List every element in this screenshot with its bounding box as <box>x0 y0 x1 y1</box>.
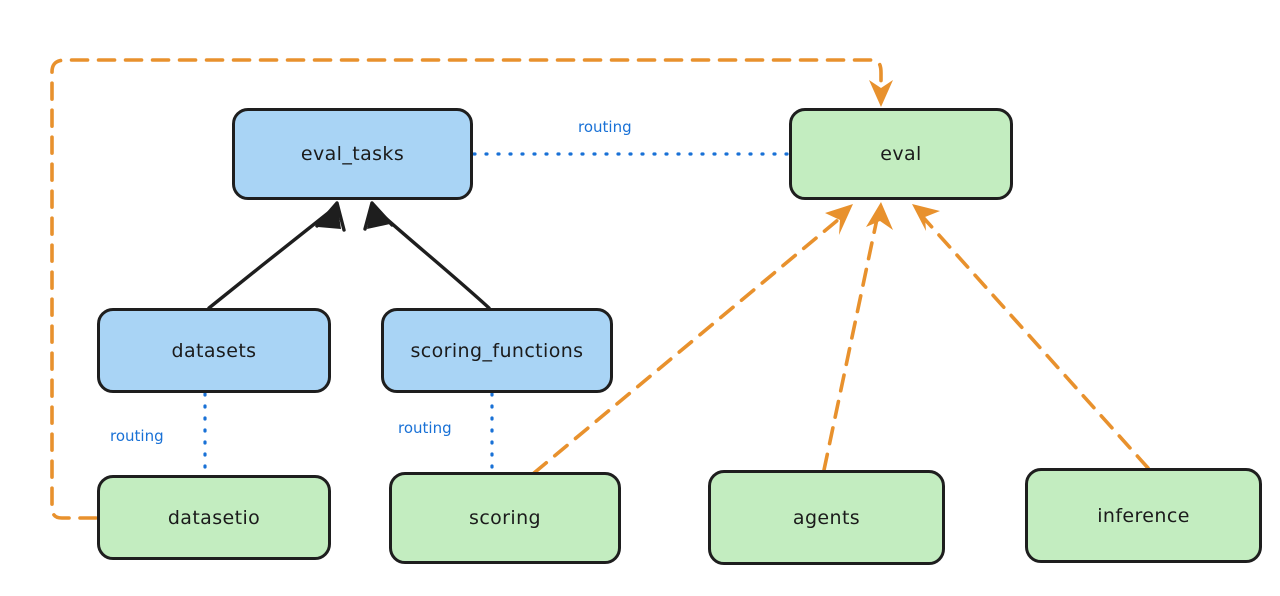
node-label-agents: agents <box>792 506 861 529</box>
node-label-scoring-functions: scoring_functions <box>410 339 584 362</box>
edge-scoring-to-eval <box>532 204 853 475</box>
node-datasetio[interactable]: datasetio <box>97 475 331 560</box>
node-inference[interactable]: inference <box>1025 468 1262 563</box>
node-datasets[interactable]: datasets <box>97 308 331 393</box>
node-label-datasets: datasets <box>171 339 257 362</box>
node-eval[interactable]: eval <box>789 108 1013 200</box>
edge-label-routing-eval-tasks-eval: routing <box>578 118 632 136</box>
edge-datasets-to-eval_tasks <box>207 201 346 310</box>
node-label-inference: inference <box>1097 504 1190 527</box>
edge-inference-to-eval <box>912 204 1150 470</box>
node-label-datasetio: datasetio <box>167 506 261 529</box>
node-eval-tasks[interactable]: eval_tasks <box>232 108 473 200</box>
node-label-eval: eval <box>880 143 922 165</box>
edge-datasetio-to-eval <box>50 58 893 520</box>
node-scoring[interactable]: scoring <box>389 472 621 564</box>
edge-label-routing-scoring-functions-scoring: routing <box>398 419 452 437</box>
node-label-scoring: scoring <box>469 507 541 529</box>
edge-agents-to-eval <box>822 202 893 472</box>
edge-label-routing-datasets-datasetio: routing <box>110 427 164 445</box>
node-agents[interactable]: agents <box>708 470 945 565</box>
edge-scoring_functions-to-eval_tasks <box>363 201 491 310</box>
node-label-eval-tasks: eval_tasks <box>300 143 405 165</box>
node-scoring-functions[interactable]: scoring_functions <box>381 308 613 393</box>
